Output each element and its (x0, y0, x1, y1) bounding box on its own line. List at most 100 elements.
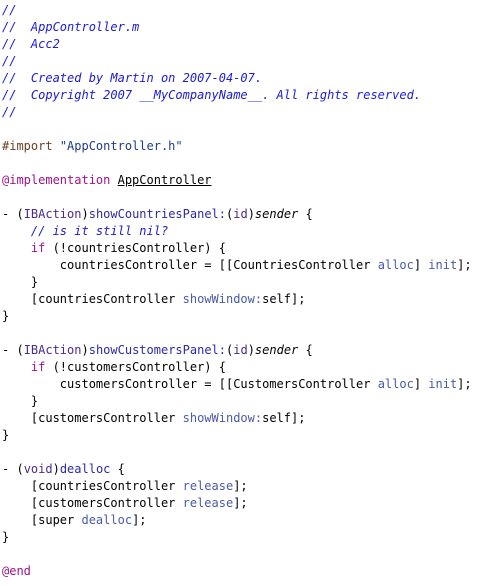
token-plain: self]; (262, 411, 306, 425)
token-sysmethod: showWindow: (182, 292, 263, 306)
token-plain: } (2, 530, 10, 544)
code-line: countriesController = [[CountriesControl… (2, 257, 479, 274)
token-classname: AppController (117, 173, 212, 187)
token-comment: // is it still nil? (30, 224, 169, 238)
token-plain: [countriesController (2, 479, 183, 493)
token-plain: [customersController (2, 411, 183, 425)
token-selector: showCountriesPanel: (88, 207, 226, 221)
token-plain: (!customersController) { (45, 360, 226, 374)
token-comment: // (2, 105, 17, 119)
token-plain: countriesController = [[CountriesControl… (2, 258, 378, 272)
token-plain: ] (413, 258, 429, 272)
code-line: ​ (2, 121, 479, 138)
token-comment: // AppController.m (2, 20, 140, 34)
token-plain: { (110, 462, 125, 476)
token-keyword: @end (2, 564, 31, 578)
token-plain: ]; (233, 496, 248, 510)
code-line: // (2, 53, 479, 70)
token-sysmethod: alloc (377, 258, 414, 272)
token-plain: { (298, 207, 313, 221)
token-plain: [countriesController (2, 292, 183, 306)
token-plain: ]; (457, 258, 472, 272)
token-keyword: @implementation (2, 173, 111, 187)
token-sysmethod: dealloc (81, 513, 133, 527)
token-sysmethod: release (182, 479, 234, 493)
token-sysmethod: init (428, 258, 458, 272)
token-plain: - ( (2, 462, 24, 476)
code-line: [super dealloc]; (2, 512, 479, 529)
code-line: } (2, 308, 479, 325)
token-plain: ) (52, 462, 60, 476)
code-line: - (IBAction)showCustomersPanel:(id)sende… (2, 342, 479, 359)
code-line: ​ (2, 325, 479, 342)
code-line: [countriesController showWindow:self]; (2, 291, 479, 308)
code-line: } (2, 529, 479, 546)
token-plain: ]; (132, 513, 147, 527)
token-param: sender (254, 343, 299, 357)
token-plain: ) (81, 343, 89, 357)
code-line: ​ (2, 155, 479, 172)
code-line: if (!customersController) { (2, 359, 479, 376)
token-plain: ( (226, 343, 234, 357)
token-plain: } (2, 394, 39, 408)
token-type: id (233, 207, 248, 221)
token-plain (2, 224, 31, 238)
token-plain: ]; (457, 377, 472, 391)
token-plain: } (2, 428, 10, 442)
code-line: } (2, 274, 479, 291)
code-editor[interactable]: //// AppController.m// Acc2//// Created … (2, 2, 479, 580)
token-plain: ) (81, 207, 89, 221)
token-keyword: if (30, 360, 46, 374)
token-plain: } (2, 275, 39, 289)
code-line: // is it still nil? (2, 223, 479, 240)
token-plain (2, 241, 31, 255)
code-line: #import "AppController.h" (2, 138, 479, 155)
token-selector: showCustomersPanel: (88, 343, 226, 357)
token-type: id (233, 343, 248, 357)
token-plain (2, 360, 31, 374)
code-line: - (void)dealloc { (2, 461, 479, 478)
token-plain: self]; (262, 292, 306, 306)
token-plain: customersController = [[CustomersControl… (2, 377, 378, 391)
token-plain: ]; (233, 479, 248, 493)
token-comment: // Acc2 (2, 37, 60, 51)
code-line: [customersController showWindow:self]; (2, 410, 479, 427)
token-plain: { (298, 343, 313, 357)
code-line: [customersController release]; (2, 495, 479, 512)
code-line: // AppController.m (2, 19, 479, 36)
code-line: // (2, 2, 479, 19)
token-sysmethod: init (428, 377, 458, 391)
code-line: // Created by Martin on 2007-04-07. (2, 70, 479, 87)
code-line: ​ (2, 444, 479, 461)
code-line: // Copyright 2007 __MyCompanyName__. All… (2, 87, 479, 104)
token-comment: // Copyright 2007 __MyCompanyName__. All… (2, 88, 422, 102)
token-plain (110, 173, 117, 187)
token-string: "AppController.h" (59, 139, 183, 153)
token-keyword: if (30, 241, 46, 255)
token-plain (53, 139, 60, 153)
code-line: @implementation AppController (2, 172, 479, 189)
token-preproc: #import (2, 139, 53, 153)
code-line: ​ (2, 546, 479, 563)
token-sysmethod: showWindow: (182, 411, 263, 425)
code-line: } (2, 427, 479, 444)
token-plain: [super (2, 513, 82, 527)
token-selector: dealloc (59, 462, 111, 476)
token-plain: [customersController (2, 496, 183, 510)
token-sysmethod: release (182, 496, 234, 510)
token-plain: (!countriesController) { (45, 241, 226, 255)
token-plain: - ( (2, 207, 24, 221)
code-line: [countriesController release]; (2, 478, 479, 495)
code-line: customersController = [[CustomersControl… (2, 376, 479, 393)
code-line: - (IBAction)showCountriesPanel:(id)sende… (2, 206, 479, 223)
token-plain: - ( (2, 343, 24, 357)
code-line: } (2, 393, 479, 410)
token-plain: ) (247, 343, 255, 357)
token-type: void (23, 462, 53, 476)
token-plain: ] (413, 377, 429, 391)
token-plain: ( (226, 207, 234, 221)
token-type: IBAction (23, 343, 82, 357)
code-line: if (!countriesController) { (2, 240, 479, 257)
code-line: // Acc2 (2, 36, 479, 53)
code-line: ​ (2, 189, 479, 206)
